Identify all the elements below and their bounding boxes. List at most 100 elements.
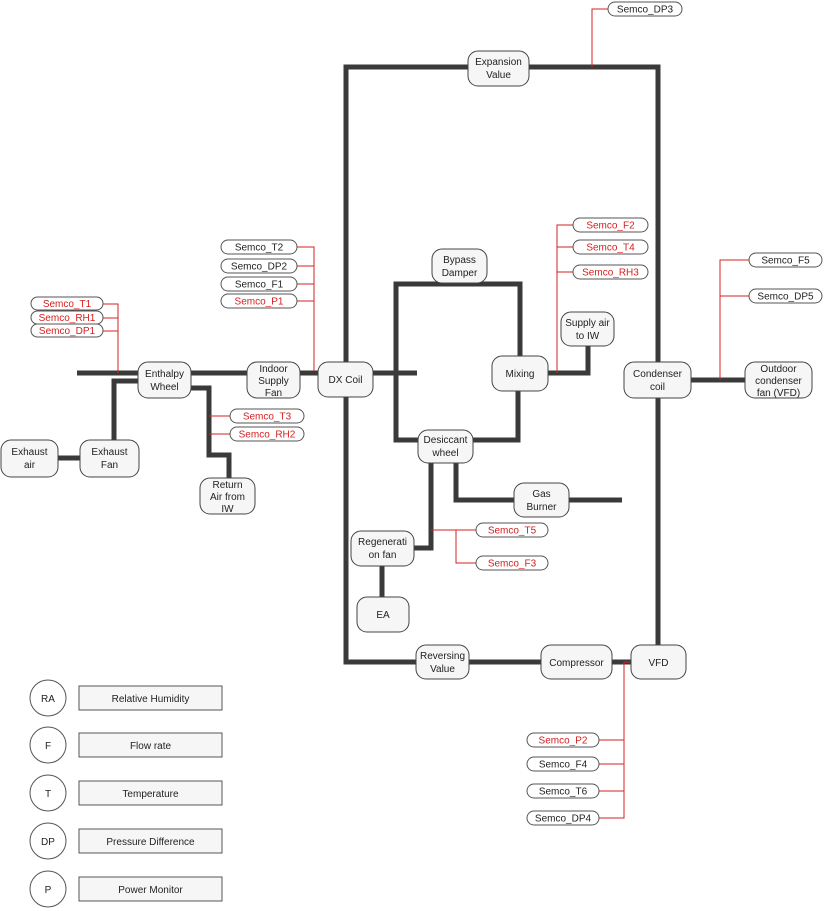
exhaust-fan-line2: Fan [101, 460, 118, 471]
legend-item-dp: DP Pressure Difference [29, 822, 223, 860]
legend-symbol-p: P [45, 885, 52, 896]
mixing-label: Mixing [506, 369, 535, 380]
sensor-t3[interactable]: Semco_T3 [229, 408, 305, 424]
legend-label-f: Flow rate [130, 741, 172, 752]
return-air-line1: Return [212, 480, 242, 491]
pipe-desiccant-to-mixing [472, 391, 521, 443]
node-enthalpy-wheel[interactable]: Enthalpy Wheel [137, 361, 192, 399]
sensor-dp5-label: Semco_DP5 [757, 292, 814, 303]
sensor-p2[interactable]: Semco_P2 [526, 732, 600, 748]
node-gas-burner[interactable]: Gas Burner [513, 482, 570, 518]
sensor-t5-label: Semco_T5 [488, 526, 537, 537]
node-bypass-damper[interactable]: Bypass Damper [431, 248, 488, 284]
legend-label-dp: Pressure Difference [106, 837, 195, 848]
sensor-dp4[interactable]: Semco_DP4 [526, 810, 600, 826]
node-reversing-value[interactable]: Reversing Value [415, 644, 470, 680]
sensor-dp1[interactable]: Semco_DP1 [30, 323, 104, 338]
sensor-f5[interactable]: Semco_F5 [748, 252, 823, 268]
sensor-dp5[interactable]: Semco_DP5 [748, 288, 823, 304]
sensor-t5[interactable]: Semco_T5 [475, 522, 549, 538]
node-supply-air-to-iw[interactable]: Supply air to IW [560, 311, 615, 347]
sensor-t3-label: Semco_T3 [243, 412, 292, 423]
sensor-f3-label: Semco_F3 [488, 559, 537, 570]
sensor-t1-label: Semco_T1 [43, 299, 92, 310]
sensor-t2[interactable]: Semco_T2 [220, 239, 298, 255]
legend-label-p: Power Monitor [118, 885, 183, 896]
node-mixing[interactable]: Mixing [491, 355, 549, 392]
sensor-p1[interactable]: Semco_P1 [220, 293, 298, 309]
outdoor-fan-line1: Outdoor [760, 364, 797, 375]
wire-condenser-group [719, 259, 749, 380]
node-indoor-supply-fan[interactable]: Indoor Supply Fan [246, 361, 301, 399]
sensor-wires [103, 8, 749, 819]
sensor-f2[interactable]: Semco_F2 [572, 217, 649, 233]
exhaust-air-line2: air [24, 460, 36, 471]
sensor-rh2[interactable]: Semco_RH2 [229, 426, 305, 442]
pipe-return-air [190, 385, 232, 478]
pipe-desiccant-to-burner [453, 462, 515, 503]
indoor-fan-line1: Indoor [259, 364, 288, 375]
sensor-f5-label: Semco_F5 [761, 256, 810, 267]
node-compressor[interactable]: Compressor [540, 644, 613, 680]
indoor-fan-line2: Supply [258, 376, 289, 387]
sensor-dp3-label: Semco_DP3 [617, 5, 674, 16]
node-return-air-from-iw[interactable]: Return Air from IW [199, 477, 256, 515]
node-expansion-value[interactable]: Expansion Value [467, 50, 530, 87]
sensor-t4[interactable]: Semco_T4 [572, 239, 649, 255]
supply-air-line1: Supply air [565, 318, 610, 329]
return-air-line2: Air from [210, 492, 245, 503]
node-regeneration-fan[interactable]: Regenerati on fan [350, 530, 415, 567]
supply-air-line2: to IW [576, 331, 600, 342]
reversing-value-line2: Value [430, 664, 455, 675]
wire-enthalpy-group [103, 303, 119, 373]
sensor-rh3[interactable]: Semco_RH3 [572, 264, 649, 280]
sensor-p1-label: Semco_P1 [235, 297, 284, 308]
pipes [58, 64, 745, 665]
sensor-t1[interactable]: Semco_T1 [30, 296, 104, 311]
bypass-damper-line1: Bypass [443, 255, 476, 266]
exhaust-fan-line1: Exhaust [91, 447, 127, 458]
reversing-value-line1: Reversing [420, 651, 465, 662]
pipe-desiccant-to-regen [414, 462, 434, 551]
enthalpy-wheel-line1: Enthalpy [145, 369, 184, 380]
exhaust-air-line1: Exhaust [11, 447, 47, 458]
wire-dp3 [591, 8, 608, 67]
sensor-t6-label: Semco_T6 [539, 787, 588, 798]
sensor-dp2[interactable]: Semco_DP2 [220, 258, 298, 274]
vfd-label: VFD [649, 658, 669, 669]
node-desiccant-wheel[interactable]: Desiccant wheel [417, 429, 474, 464]
gas-burner-line2: Burner [526, 502, 557, 513]
sensor-f4-label: Semco_F4 [539, 760, 588, 771]
node-exhaust-air[interactable]: Exhaust air [0, 439, 59, 478]
pipe-exhaust-fan-up [111, 378, 140, 441]
bypass-damper-line2: Damper [442, 268, 478, 279]
node-ea[interactable]: EA [356, 596, 410, 633]
expansion-value-line2: Value [486, 70, 511, 81]
pipe-bypass-branch [393, 281, 523, 373]
outdoor-fan-line2: condenser [755, 376, 802, 387]
sensor-rh1-label: Semco_RH1 [39, 313, 96, 324]
legend-item-p: P Power Monitor [29, 870, 223, 908]
dx-coil-label: DX Coil [329, 375, 363, 386]
outdoor-fan-line3: fan (VFD) [757, 388, 800, 399]
node-outdoor-condenser-fan[interactable]: Outdoor condenser fan (VFD) [744, 361, 813, 399]
enthalpy-wheel-line2: Wheel [150, 382, 178, 393]
sensor-dp3[interactable]: Semco_DP3 [607, 1, 683, 17]
desiccant-wheel-line2: wheel [431, 448, 458, 459]
sensor-f3[interactable]: Semco_F3 [475, 555, 549, 571]
sensor-dp1-label: Semco_DP1 [39, 326, 96, 337]
wire-mixing-group [556, 224, 573, 373]
wire-f3 [455, 530, 476, 564]
node-condenser-coil[interactable]: Condenser coil [623, 361, 692, 399]
node-dx-coil[interactable]: DX Coil [317, 361, 374, 398]
node-vfd[interactable]: VFD [630, 644, 687, 680]
node-exhaust-fan[interactable]: Exhaust Fan [79, 439, 140, 478]
sensor-p2-label: Semco_P2 [539, 736, 588, 747]
sensor-f4[interactable]: Semco_F4 [526, 756, 600, 772]
legend-symbol-dp: DP [41, 837, 55, 848]
pipe-mixing-to-supply [548, 346, 591, 376]
sensor-f1[interactable]: Semco_F1 [220, 276, 298, 292]
sensor-rh1[interactable]: Semco_RH1 [30, 310, 104, 325]
sensor-t6[interactable]: Semco_T6 [526, 783, 600, 799]
sensor-t2-label: Semco_T2 [235, 243, 284, 254]
